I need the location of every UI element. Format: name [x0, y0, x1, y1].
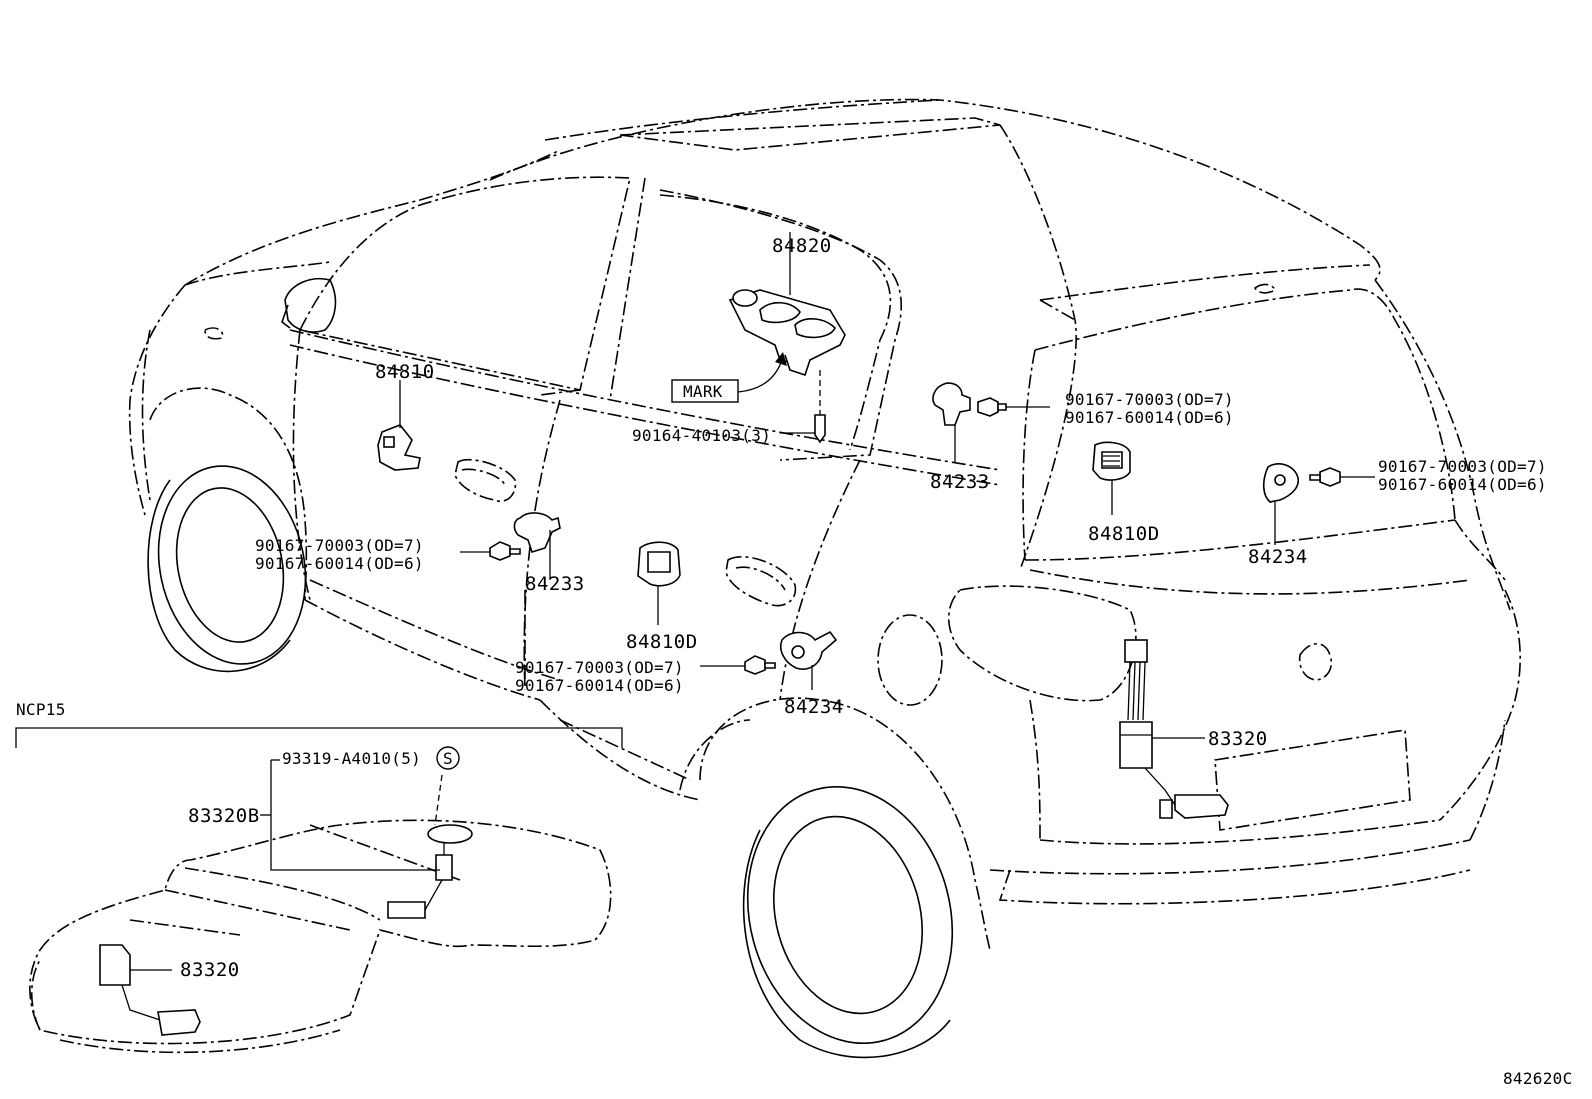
label-84233-center: 84233	[930, 471, 990, 493]
label-bolt-left-a: 90167-70003(OD=7)	[255, 536, 424, 555]
label-84233-left: 84233	[525, 573, 585, 595]
courtesy-switch-84234-center	[700, 630, 838, 690]
label-bolt-rear-a: 90167-70003(OD=7)	[1378, 457, 1547, 476]
label-83320-inset: 83320	[180, 959, 240, 981]
figure-code: 842620C	[1503, 1069, 1573, 1088]
car-body-outline	[128, 98, 1521, 1059]
label-inset-title: NCP15	[16, 700, 66, 719]
courtesy-switch-84233-center	[932, 382, 1050, 462]
label-84810D-center: 84810D	[626, 631, 698, 653]
master-switch-84820	[728, 232, 846, 377]
label-bolt-bottom-a: 90167-70003(OD=7)	[515, 658, 684, 677]
courtesy-switch-84233-left	[460, 512, 561, 580]
label-84234-center: 84234	[784, 696, 844, 718]
label-bolt-left-b: 90167-60014(OD=6)	[255, 554, 424, 573]
part-labels: 84820 MARK 84810 90164-40103(3) 84233 90…	[16, 235, 1573, 1088]
label-mark: MARK	[683, 382, 723, 401]
label-bolt-center-b: 90167-60014(OD=6)	[1065, 408, 1234, 427]
label-screw-90164: 90164-40103(3)	[632, 426, 771, 445]
fuel-sender-83320-main	[1119, 639, 1229, 819]
label-84234-rear: 84234	[1248, 546, 1308, 568]
screw-90164	[780, 370, 826, 444]
label-84810: 84810	[375, 361, 435, 383]
label-bolt-center-a: 90167-70003(OD=7)	[1065, 390, 1234, 409]
label-84820: 84820	[772, 235, 832, 257]
courtesy-switch-84234-rear	[1262, 463, 1375, 545]
label-83320B: 83320B	[188, 805, 260, 827]
label-84810D-rear: 84810D	[1088, 523, 1160, 545]
label-bolt-rear-b: 90167-60014(OD=6)	[1378, 475, 1547, 494]
switch-84810D-center	[637, 541, 681, 625]
label-83320-main: 83320	[1208, 728, 1268, 750]
label-inset-symbol: S	[443, 749, 453, 768]
label-inset-screw: 93319-A4010(5)	[282, 749, 421, 768]
label-bolt-bottom-b: 90167-60014(OD=6)	[515, 676, 684, 695]
mark-indicator	[671, 352, 787, 403]
inset-ncp15	[15, 727, 623, 1054]
switch-84810	[377, 380, 421, 471]
switch-84810D-rear	[1092, 441, 1131, 515]
